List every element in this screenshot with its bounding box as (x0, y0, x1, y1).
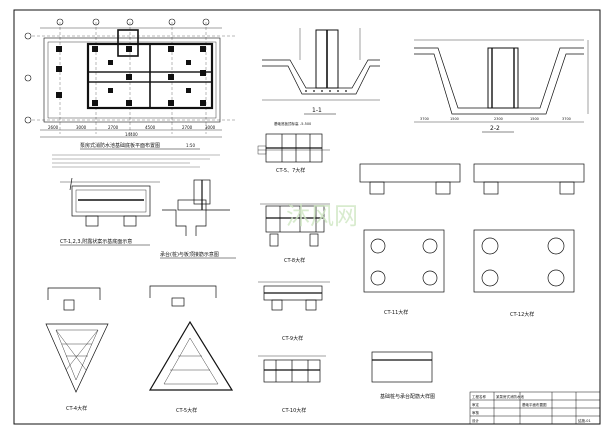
ct-5-7-title: CT-5、7大样 (276, 167, 305, 174)
sheet-border (13, 9, 601, 425)
section-1-1 (262, 28, 380, 101)
ct-1-2-3-title: CT-1,2,3,附露状案示基底面示意 (60, 238, 132, 245)
svg-text:2700: 2700 (108, 125, 119, 130)
pile-cap-detail (162, 179, 230, 236)
svg-text:1500: 1500 (450, 117, 459, 121)
ct-10-title: CT-10大样 (282, 407, 306, 414)
ct-9-title: CT-9大样 (282, 335, 303, 342)
ct-1-2-3-detail (60, 177, 160, 227)
svg-text:3000: 3000 (205, 125, 216, 130)
section-2-2-title: 2-2 (490, 125, 500, 132)
ct-11-title: CT-11大样 (384, 309, 408, 316)
svg-text:3700: 3700 (562, 117, 571, 121)
section-1-1-note-b: -5.500 (300, 122, 311, 126)
title-block (469, 391, 601, 425)
svg-text:设计: 设计 (472, 418, 480, 423)
pile-detail-title: 承台(桩)与板顶接筋示意图 (160, 251, 219, 258)
ct-4-detail (45, 287, 109, 393)
plan-notes (52, 154, 220, 168)
pile-cap-tie-title: 基础桩与承台配筋大样图 (380, 393, 435, 400)
svg-text:审核: 审核 (472, 410, 480, 415)
pile-markers (56, 46, 206, 106)
svg-text:审定: 审定 (472, 402, 480, 407)
svg-text:某泵房式消防水池: 某泵房式消防水池 (496, 394, 524, 399)
section-2-2 (414, 39, 589, 123)
ct-8-title: CT-8大样 (284, 257, 305, 264)
svg-text:2700: 2700 (182, 125, 193, 130)
foundation-plan (24, 18, 236, 138)
ct-4-title: CT-4大样 (66, 405, 87, 412)
section-2-2-dims: 3700 1500 2300 1500 3700 (420, 117, 571, 121)
plan-title: 泵房式消防水池基础底板平面布置图 (80, 142, 160, 149)
svg-text:基础平面布置图: 基础平面布置图 (522, 402, 547, 407)
pile-cap-tie-detail (371, 351, 433, 383)
svg-text:结施-01: 结施-01 (578, 418, 591, 423)
ct-12-title: CT-12大样 (510, 311, 534, 318)
ct-5-title: CT-5大样 (176, 407, 197, 414)
ct-11-detail (363, 229, 445, 293)
svg-text:工程名称: 工程名称 (472, 394, 486, 399)
section-1-1-title: 1-1 (312, 107, 322, 114)
ct-5-7-detail (257, 133, 330, 163)
title-block-text: 工程名称 某泵房式消防水池 基础平面布置图 审定 审核 设计 结施-01 (472, 394, 591, 423)
plan-scale: 1:50 (186, 143, 195, 148)
watermark: 沐风网 (286, 202, 358, 230)
svg-text:1500: 1500 (530, 117, 539, 121)
svg-text:3700: 3700 (420, 117, 429, 121)
svg-text:3000: 3000 (76, 125, 87, 130)
ct-9-detail (258, 281, 330, 311)
svg-text:2300: 2300 (494, 117, 503, 121)
svg-text:4500: 4500 (145, 125, 156, 130)
ct-5-detail (148, 285, 234, 391)
section-1-1-note-a: 基础底板顶标高 (274, 121, 299, 126)
right-elevations (359, 163, 585, 195)
plan-dims: 2600 3000 2700 4500 2700 3000 14400 (48, 125, 216, 137)
ct-10-detail (258, 355, 326, 383)
ct-8-detail (260, 203, 330, 247)
svg-text:14400: 14400 (125, 132, 138, 137)
ct-12-detail (473, 229, 575, 293)
svg-text:2600: 2600 (48, 125, 59, 130)
